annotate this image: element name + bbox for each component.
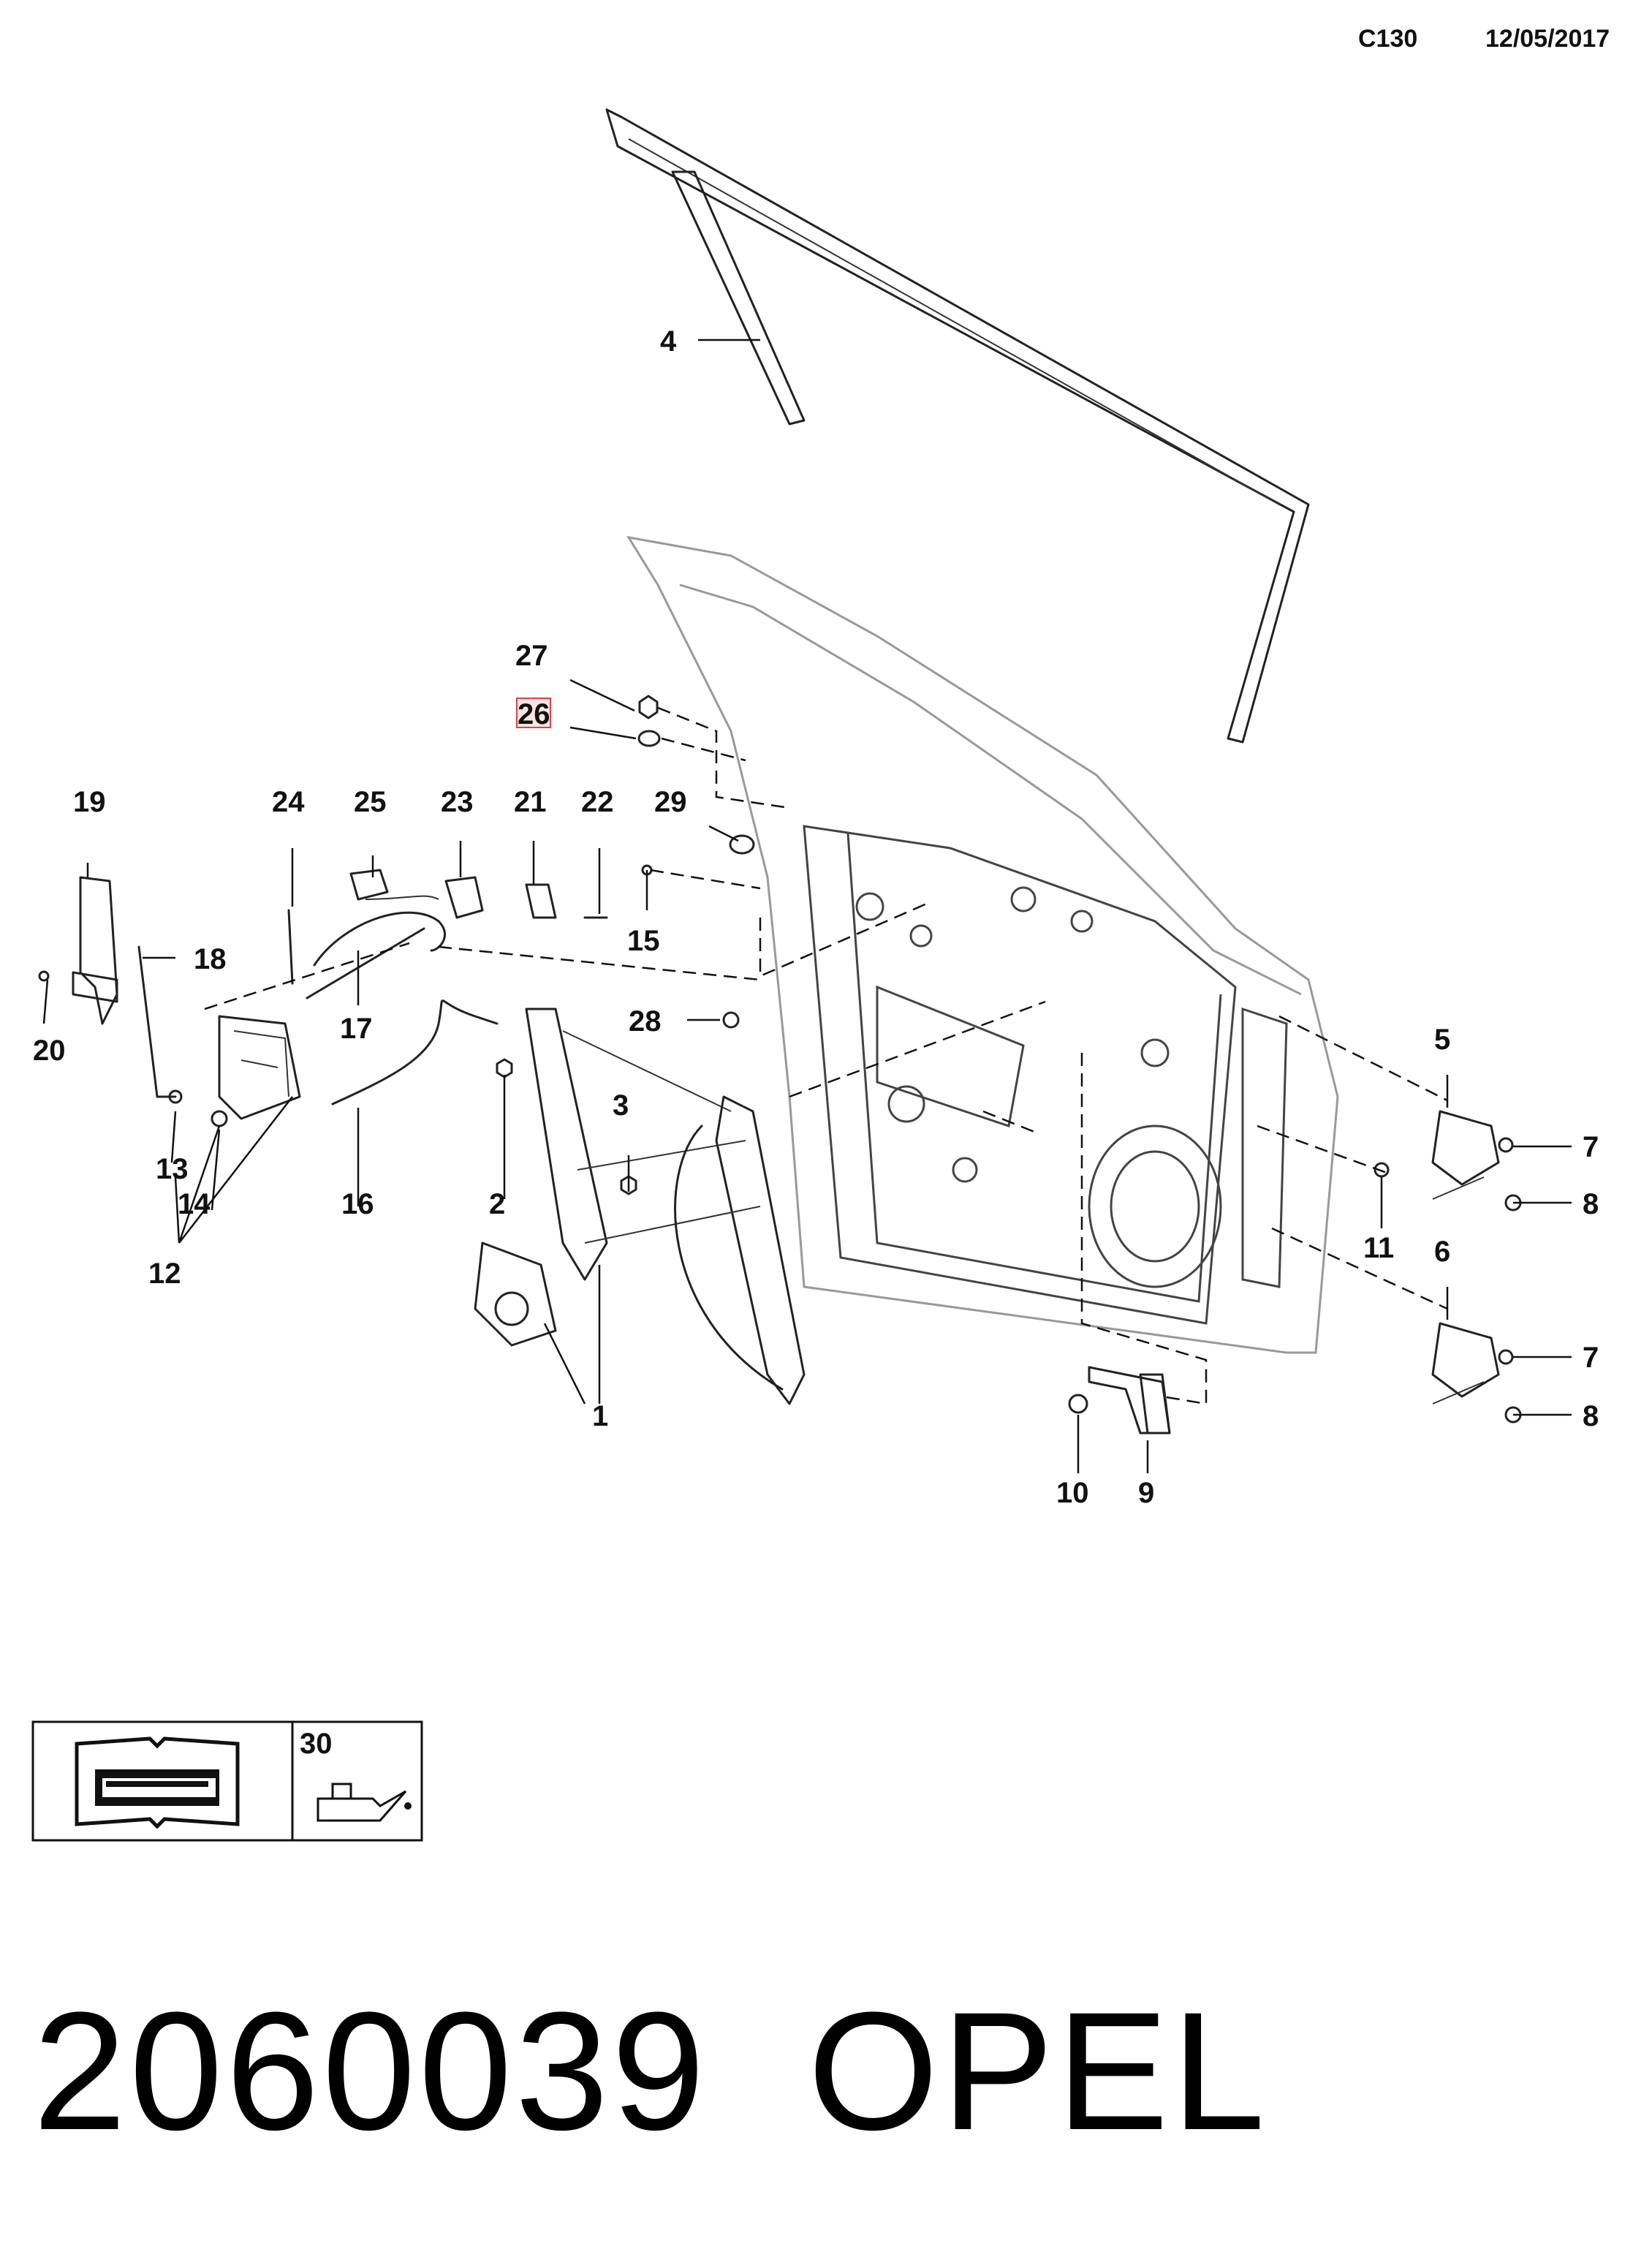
release-cables	[306, 911, 499, 1105]
door-shell	[626, 535, 1339, 1354]
callout-7b: 7	[1583, 1342, 1599, 1374]
hinge-lower	[1431, 1322, 1500, 1405]
callout-15: 15	[627, 925, 660, 957]
callout-4: 4	[660, 325, 677, 358]
callout-29: 29	[654, 786, 687, 818]
door-latch	[168, 1015, 301, 1127]
nut-2	[496, 1058, 513, 1078]
callout-18: 18	[194, 943, 227, 975]
door-check	[1068, 1366, 1171, 1435]
callout-26: 26	[518, 698, 550, 730]
oil-can-icon	[317, 1783, 412, 1822]
highlight-box-26	[516, 698, 551, 728]
callout-24: 24	[272, 786, 305, 818]
callout-19: 19	[73, 786, 106, 818]
callout-6: 6	[1434, 1236, 1450, 1268]
striker-parts	[444, 876, 608, 919]
brand-name: OPEL	[808, 1977, 1268, 2165]
callout-25: 25	[354, 786, 387, 818]
callout-9: 9	[1138, 1477, 1154, 1509]
callout-30: 30	[300, 1728, 333, 1760]
callout-28: 28	[629, 1005, 662, 1037]
callout-5: 5	[1434, 1024, 1450, 1056]
callout-labels: 4 27 26 19 24 25 23 21 22 29 18 15 17 28…	[33, 325, 1599, 1509]
lock-rod	[137, 945, 177, 1098]
callout-27: 27	[515, 640, 548, 672]
callout-1: 1	[592, 1400, 608, 1432]
legend-box: 30	[31, 1720, 423, 1842]
callout-12: 12	[148, 1258, 181, 1290]
hinge-bolts	[1373, 1137, 1522, 1424]
callout-2: 2	[489, 1188, 505, 1220]
header-date: 12/05/2017	[1485, 25, 1610, 53]
handle-bracket	[38, 876, 118, 1025]
callout-13: 13	[156, 1153, 189, 1185]
callout-11: 11	[1363, 1232, 1394, 1264]
callout-10: 10	[1056, 1477, 1089, 1509]
hinge-upper	[1431, 1110, 1500, 1200]
callout-20: 20	[33, 1035, 66, 1067]
window-frame-molding	[605, 108, 1310, 744]
callout-14: 14	[178, 1188, 211, 1220]
assembly-dash-lines	[204, 706, 1448, 1405]
callout-22: 22	[581, 786, 614, 818]
callout-23: 23	[441, 786, 474, 818]
header-code: C130	[1358, 25, 1418, 53]
callout-7a: 7	[1583, 1131, 1599, 1163]
callout-17: 17	[340, 1013, 373, 1045]
callout-8a: 8	[1583, 1188, 1599, 1220]
callout-21: 21	[514, 786, 547, 818]
leader-lines	[42, 339, 1572, 1473]
lock-cylinder-parts	[287, 869, 439, 985]
callout-16: 16	[341, 1188, 374, 1220]
callout-3: 3	[613, 1089, 629, 1122]
book-wrench-icon	[75, 1736, 240, 1829]
part-number: 2060039	[33, 1977, 708, 2165]
window-regulator	[525, 1008, 806, 1405]
regulator-motor	[474, 1241, 557, 1347]
callout-8b: 8	[1583, 1400, 1599, 1432]
